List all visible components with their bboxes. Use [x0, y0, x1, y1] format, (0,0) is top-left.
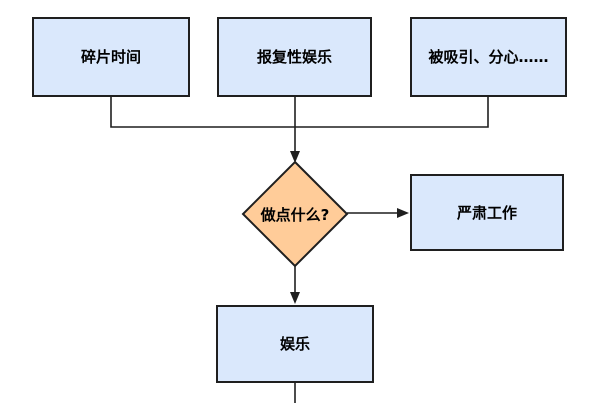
node-serious-work-label: 严肃工作: [456, 203, 517, 222]
node-entertainment: 娱乐: [216, 305, 374, 383]
arrowhead-into-entertainment: [290, 292, 300, 304]
decision-diamond-label: 做点什么?: [260, 206, 330, 224]
connector-merge-top: [110, 97, 489, 128]
node-revenge-entertainment-label: 报复性娱乐: [256, 48, 332, 66]
arrowhead-into-serious-work: [397, 208, 409, 218]
node-serious-work: 严肃工作: [410, 174, 564, 251]
node-revenge-entertainment: 报复性娱乐: [217, 17, 372, 97]
node-fragment-time-label: 碎片时间: [80, 48, 141, 66]
node-distracted: 被吸引、分心……: [410, 17, 567, 97]
node-distracted-label: 被吸引、分心……: [428, 48, 549, 66]
arrowhead-into-decision: [290, 151, 300, 163]
node-fragment-time: 碎片时间: [32, 17, 190, 97]
node-entertainment-label: 娱乐: [279, 335, 310, 353]
